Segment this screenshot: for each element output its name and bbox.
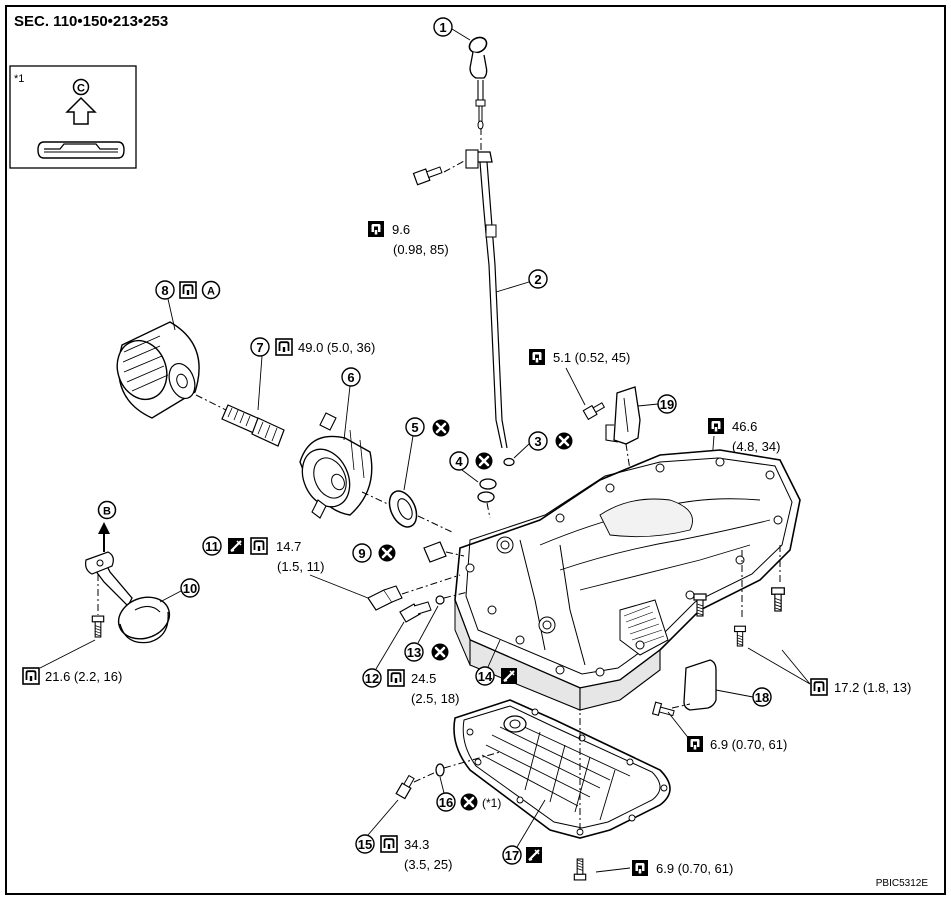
torque-t5-line2: (1.5, 11) (277, 559, 324, 574)
part-7-connector-bolt (221, 404, 285, 447)
callout-6: 6 (347, 370, 354, 385)
part-15-drain-plug (395, 774, 415, 800)
callout-5: 5 (411, 420, 418, 435)
inset-view-letter: C (77, 83, 85, 95)
torque-t2: 5.1 (0.52, 45) (553, 350, 630, 365)
part-16-washer (435, 763, 445, 777)
replace-icon (554, 431, 574, 451)
part-4-o-rings (477, 478, 497, 519)
replace-icon (474, 451, 494, 471)
torque-t10-line2: (3.5, 25) (404, 857, 452, 872)
torque-icon (687, 736, 703, 752)
bolt-baffle (582, 402, 606, 421)
ref-a: A (207, 286, 215, 298)
torque-t5-line1: 14.7 (276, 539, 301, 554)
callout-11: 11 (205, 539, 219, 554)
oil-pan-upper (454, 449, 801, 711)
torque-icon (275, 338, 293, 356)
part-17-oil-pan-lower (453, 699, 671, 839)
ref-b: B (103, 506, 111, 518)
callout-4: 4 (455, 454, 463, 469)
torque-icon (810, 678, 828, 696)
replace-icon (430, 642, 450, 662)
callout-9: 9 (358, 546, 365, 561)
torque-icon (380, 835, 398, 853)
callout-17: 17 (505, 848, 519, 863)
note-16: (*1) (482, 796, 501, 810)
callout-8: 8 (161, 283, 168, 298)
callout-7: 7 (256, 340, 263, 355)
callout-3: 3 (534, 434, 541, 449)
bolt-guide (412, 166, 443, 186)
torque-t11: 6.9 (0.70, 61) (656, 861, 733, 876)
torque-t6-line2: (2.5, 18) (411, 691, 459, 706)
part-3-o-ring (503, 457, 515, 467)
inset-view-box: *1 C (9, 65, 137, 169)
bolt-cover (651, 701, 675, 717)
part-5-o-ring (388, 490, 418, 528)
torque-t1-line1: 9.6 (392, 222, 410, 237)
callout-10: 10 (183, 581, 197, 596)
part-11-oil-pressure-switch (367, 585, 403, 611)
torque-icon (708, 418, 724, 434)
torque-icon (632, 860, 648, 876)
callout-12: 12 (365, 671, 379, 686)
replace-icon (459, 792, 479, 812)
callout-18: 18 (755, 690, 769, 705)
up-arrow-icon (65, 96, 97, 125)
torque-t9: 6.9 (0.70, 61) (710, 737, 787, 752)
torque-t8: 17.2 (1.8, 13) (834, 680, 911, 695)
torque-icon (529, 349, 545, 365)
part-8-oil-filter (116, 321, 200, 419)
torque-t1-line2: (0.98, 85) (393, 242, 449, 257)
torque-icon (368, 221, 384, 237)
callout-13: 13 (407, 645, 421, 660)
part-12-sensor (399, 601, 432, 623)
torque-icon (387, 669, 405, 687)
callout-2: 2 (534, 272, 541, 287)
part-18-cover (683, 659, 717, 711)
torque-t10-line1: 34.3 (404, 837, 429, 852)
replace-icon (431, 418, 451, 438)
torque-t4-line1: 46.6 (732, 419, 757, 434)
callout-14: 14 (478, 669, 493, 684)
torque-t3: 49.0 (5.0, 36) (298, 340, 375, 355)
section-title: SEC. 110•150•213•253 (14, 13, 168, 30)
part-2-oil-level-gauge-guide (465, 149, 508, 449)
callout-19: 19 (660, 397, 674, 412)
torque-t6-line1: 24.5 (411, 671, 436, 686)
torque-icon (250, 537, 268, 555)
part-19-baffle-plate (605, 386, 641, 445)
sealant-icon (499, 666, 519, 686)
part-10-oil-strainer (85, 551, 171, 644)
torque-t4-line2: (4.8, 34) (732, 439, 780, 454)
part-6-oil-cooler (299, 412, 373, 519)
callout-1: 1 (439, 20, 446, 35)
sealant-icon (524, 845, 544, 865)
replace-icon (377, 543, 397, 563)
torque-icon (22, 667, 40, 685)
part-9-plug (423, 541, 447, 563)
torque-t7: 21.6 (2.2, 16) (45, 669, 122, 684)
callout-15: 15 (358, 837, 372, 852)
inset-note: *1 (14, 73, 24, 85)
part-1-oil-level-gauge (468, 36, 488, 130)
figure-code: PBIC5312E (876, 878, 929, 889)
torque-icon-filter (179, 281, 197, 299)
callout-16: 16 (439, 795, 453, 810)
sealant-icon (226, 536, 246, 556)
